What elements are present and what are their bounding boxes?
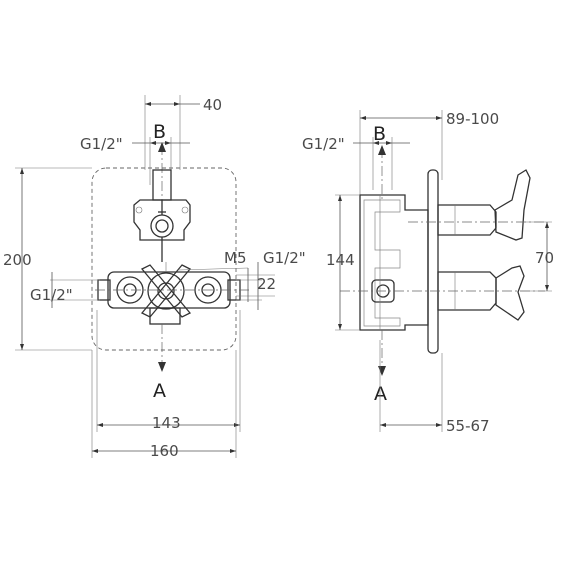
dim-g12-side-label: G1/2" bbox=[302, 135, 345, 153]
dim-144 bbox=[335, 194, 360, 331]
side-port-b-label: B bbox=[373, 123, 386, 145]
dim-143-label: 143 bbox=[152, 414, 181, 432]
side-port-b-arrow bbox=[378, 145, 386, 155]
dim-144-label: 144 bbox=[326, 251, 355, 269]
dim-160 bbox=[91, 350, 237, 458]
port-b-label: B bbox=[153, 121, 166, 143]
dim-200 bbox=[15, 167, 92, 351]
side-body bbox=[359, 194, 429, 331]
lower-cross-handle bbox=[437, 265, 525, 321]
dim-200-label: 200 bbox=[3, 251, 32, 269]
dim-160-label: 160 bbox=[150, 442, 179, 460]
dim-g12-right bbox=[236, 262, 262, 310]
dim-g12-top-left-label: G1/2" bbox=[80, 135, 123, 153]
side-view: 89-100 G1/2" B bbox=[302, 110, 554, 435]
dim-g12-top-left bbox=[132, 137, 190, 185]
dim-g12-left-side bbox=[50, 272, 100, 308]
dim-g12-left-side-label: G1/2" bbox=[30, 286, 73, 304]
front-view: 40 G1/2" B bbox=[3, 95, 306, 460]
side-port-a-label: A bbox=[374, 383, 387, 405]
dim-89-100 bbox=[359, 110, 443, 195]
dim-143 bbox=[96, 310, 241, 432]
upper-valve-body bbox=[133, 199, 191, 262]
dim-22 bbox=[236, 268, 275, 302]
dim-70 bbox=[520, 221, 552, 292]
dim-40 bbox=[144, 95, 200, 170]
dim-70-label: 70 bbox=[535, 249, 554, 267]
port-b-arrow-head bbox=[158, 142, 166, 152]
dim-55-67-label: 55-67 bbox=[446, 417, 490, 435]
dim-m5-label: M5 bbox=[224, 249, 247, 267]
side-port-a-arrow bbox=[378, 366, 386, 376]
upper-lever-handle bbox=[437, 169, 531, 241]
dim-22-label: 22 bbox=[257, 275, 276, 293]
dim-m5-leader bbox=[177, 267, 249, 271]
dim-g12-side bbox=[353, 137, 410, 190]
lower-valve-body bbox=[97, 262, 241, 325]
dim-g12-right-label: G1/2" bbox=[263, 249, 306, 267]
dim-89-100-label: 89-100 bbox=[446, 110, 499, 128]
side-cover-plate bbox=[427, 169, 439, 354]
port-a-label: A bbox=[153, 380, 166, 402]
port-a-arrow-head bbox=[158, 362, 166, 372]
dim-55-67 bbox=[379, 340, 443, 432]
dim-40-label: 40 bbox=[203, 96, 222, 114]
front-plate-outline bbox=[91, 167, 237, 351]
